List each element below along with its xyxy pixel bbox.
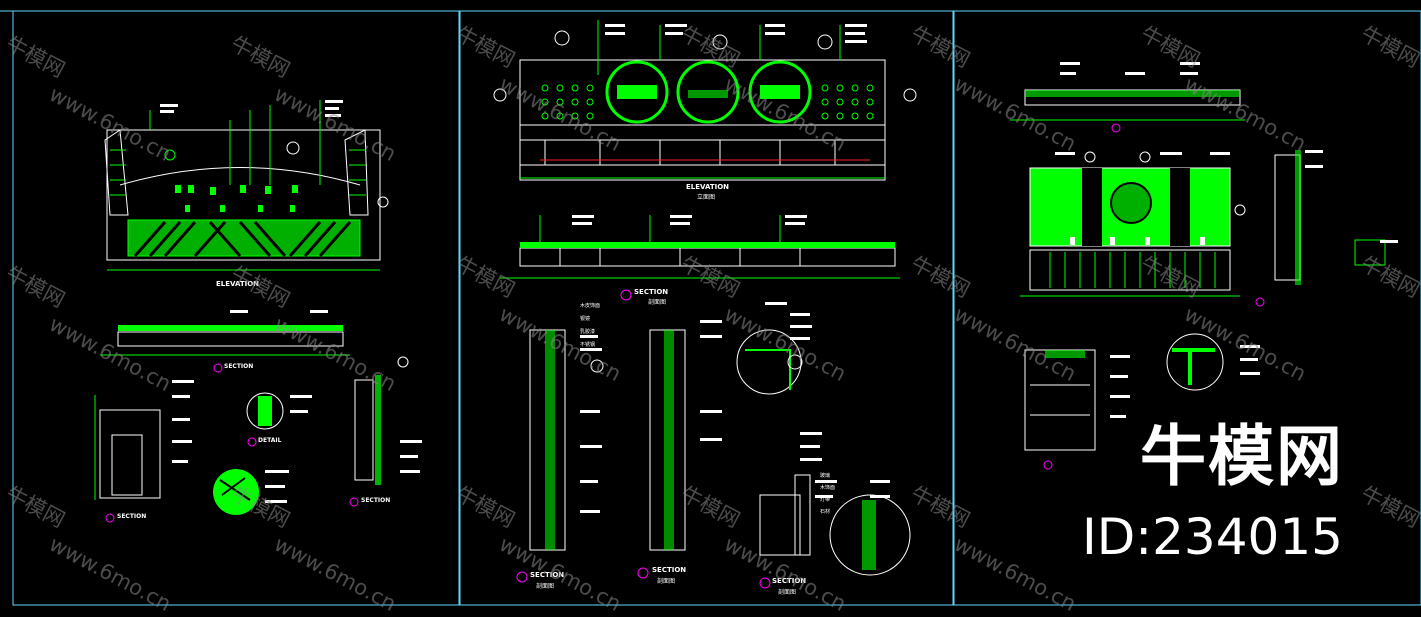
sheet3-lower-details [1024,333,1260,470]
brand-watermark: 牛模网 [1140,418,1344,495]
sheet2-section-c-sub: 剖面图 [778,589,797,596]
sheet3-elevation [1020,151,1265,307]
sheet2-elevation [493,20,917,181]
sheet1-detail-title: DETAIL [258,437,282,444]
sheet2-elevation-sub: 立面图 [697,194,716,201]
sheet2-elevation-title: ELEVATION [686,183,730,191]
sheet2-section-sub: 剖面图 [648,299,667,306]
sheet1-elevation [104,100,389,271]
sheet1-lower-details [94,375,422,523]
callout-item: 玻璃 [820,473,831,479]
sheet2-callout-list-2: 玻璃 木饰面 灯带 石材 [820,470,870,518]
sheet2-section-b-title: SECTION [652,566,687,574]
callout-item: 乳胶漆 [580,329,596,335]
callout-item: 银镜 [580,316,591,322]
sheet2-section-details [516,302,911,589]
sheet2-section-a-sub: 剖面图 [536,583,555,590]
sheet2-callout-list: 木皮饰面 银镜 乳胶漆 不锈钢 [580,300,640,352]
sheet2-section-strip [500,215,900,301]
sheet3-side-details [1274,150,1398,285]
callout-item: 木皮饰面 [580,303,601,309]
sheet1-section-title: SECTION [224,363,254,370]
sheet1-section-title-2: SECTION [117,513,147,520]
id-watermark: ID:234015 [1082,508,1343,566]
sheet1-section-title-3: SECTION [361,497,391,504]
sheet-frames [0,10,1421,606]
sheet2-section-a-title: SECTION [530,571,565,579]
callout-item: 灯带 [820,497,831,503]
sheet3-plan-strip [1010,62,1245,133]
sheet2-section-b-sub: 剖面图 [657,578,676,585]
callout-item: 木饰面 [820,485,836,491]
callout-item: 石材 [820,509,831,515]
sheet1-elevation-title: ELEVATION [216,280,260,288]
sheet1-section-strip [100,310,409,373]
sheet2-section-c-title: SECTION [772,577,807,585]
callout-item: 不锈钢 [580,342,596,348]
sheet2-section-title: SECTION [634,288,669,296]
